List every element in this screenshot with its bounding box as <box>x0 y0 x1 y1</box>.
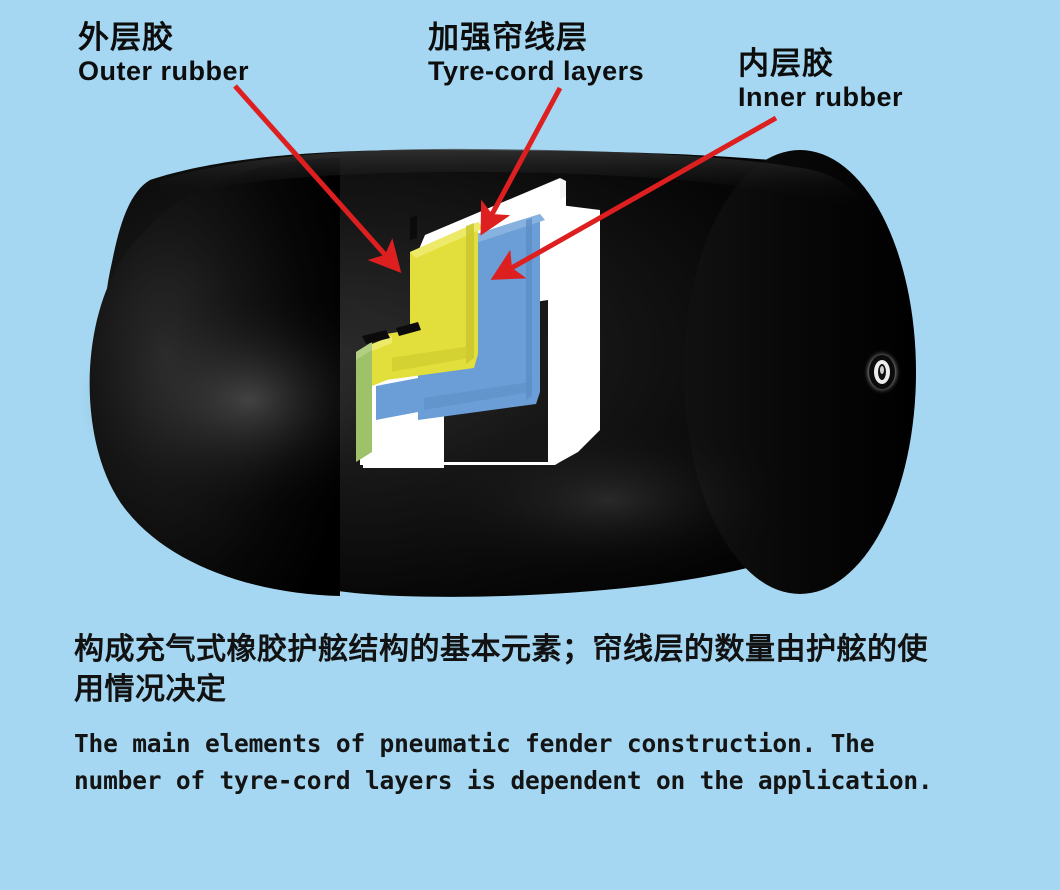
callout-outer-rubber-cn: 外层胶 <box>78 20 174 55</box>
arrow-tyre-cord-layers <box>480 86 563 236</box>
tyre-cord-leg-shade <box>390 346 470 372</box>
inner-rubber-lower-shade <box>424 382 530 410</box>
body-gloss-highlight <box>80 280 420 520</box>
inner-rubber-seam <box>526 218 532 400</box>
fender-illustration <box>80 84 916 597</box>
callout-inner-rubber-en: Inner rubber <box>738 82 904 112</box>
arrow-inner-rubber <box>490 115 778 280</box>
cutaway-white-base <box>360 292 600 465</box>
callout-tyre-cord-layers-cn: 加强帘线层 <box>428 20 588 55</box>
body-gloss-highlight-lower <box>400 410 820 590</box>
caption-chinese: 构成充气式橡胶护舷结构的基本元素；帘线层的数量由护舷的使用情况决定 <box>74 633 928 706</box>
cut-notch-mid <box>396 322 421 336</box>
cut-notch-left <box>362 330 390 344</box>
inner-rubber-left-leg <box>376 378 418 420</box>
callout-tyre-cord-layers: 加强帘线层 Tyre-cord layers <box>428 22 644 85</box>
arrow-outer-rubber <box>233 84 402 273</box>
callout-outer-rubber-en: Outer rubber <box>78 56 250 86</box>
callout-inner-rubber: 内层胶 Inner rubber <box>738 48 903 111</box>
tyre-cord-seam <box>466 223 474 364</box>
callout-outer-rubber: 外层胶 Outer rubber <box>78 22 249 85</box>
cutaway-right-rim-top <box>560 178 566 200</box>
callout-tyre-cord-layers-en: Tyre-cord layers <box>428 56 645 86</box>
figure-caption: 构成充气式橡胶护舷结构的基本元素；帘线层的数量由护舷的使用情况决定 The ma… <box>74 630 974 800</box>
cutaway-green-edge-top <box>356 342 372 360</box>
caption-english: The main elements of pneumatic fender co… <box>74 729 933 796</box>
cut-notch-top <box>410 215 417 240</box>
tyre-cord-left-leg-top <box>372 336 392 351</box>
cutaway-right-rim <box>548 193 566 306</box>
callout-inner-rubber-cn: 内层胶 <box>738 46 834 81</box>
valve-fitting <box>863 349 901 395</box>
callout-arrows <box>233 84 778 280</box>
tyre-cord-top-facet <box>410 222 484 258</box>
cutaway-green-edge <box>356 342 372 462</box>
cutaway-tyre-cord-layer <box>386 222 478 380</box>
